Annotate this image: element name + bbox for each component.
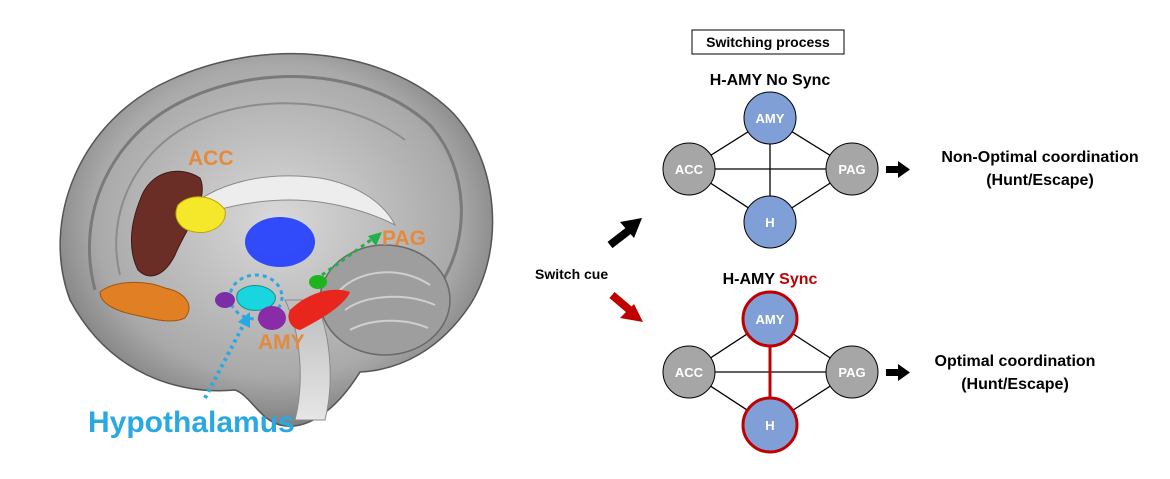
- sync-node-pag: [825, 345, 879, 399]
- sync-outcome-line2: (Hunt/Escape): [961, 376, 1069, 393]
- sync-title: H-AMY Sync: [723, 271, 818, 288]
- acc-region: [130, 170, 203, 277]
- brainstem: [284, 299, 331, 421]
- frontal-region: [99, 281, 190, 322]
- no-sync-node-amy-label: AMY: [756, 111, 785, 126]
- red-region: [288, 289, 350, 330]
- amy-label: AMY: [258, 331, 305, 354]
- no-sync-node-acc-label: ACC: [675, 162, 704, 177]
- sync-outcome-line1: Optimal coordination: [935, 353, 1096, 370]
- no-sync-outcome-arrow: [886, 161, 910, 178]
- hypothalamus-arrowhead: [238, 312, 250, 328]
- sync-node-h: [741, 396, 799, 454]
- sync-node-amy-label: AMY: [756, 312, 785, 327]
- no-sync-node-acc: [662, 142, 716, 196]
- corpus-callosum: [173, 175, 397, 227]
- pag-arrowhead: [368, 232, 382, 246]
- switch-cue-label: Switch cue: [535, 266, 608, 282]
- switch-arrow-up: [607, 218, 642, 249]
- sync-node-acc: [662, 345, 716, 399]
- sync-node-pag-label: PAG: [838, 365, 865, 380]
- no-sync-node-pag: [825, 142, 879, 196]
- network-sync: H-AMY Sync AMY ACC PAG H Optimal coordin…: [662, 271, 1096, 454]
- sync-node-h-label: H: [765, 418, 774, 433]
- acc-highlight: [175, 196, 226, 234]
- no-sync-outcome-line1: Non-Optimal coordination: [941, 149, 1138, 166]
- sync-node-amy: [741, 290, 799, 348]
- no-sync-node-h-label: H: [765, 215, 774, 230]
- sync-node-acc-label: ACC: [675, 365, 704, 380]
- brain-illustration: ACC PAG AMY Hypothalamus: [59, 53, 494, 439]
- amygdala-region-2: [215, 292, 235, 308]
- acc-label: ACC: [188, 147, 234, 170]
- switch-arrow-down: [609, 291, 643, 322]
- amygdala-region: [258, 306, 286, 330]
- pag-arrow: [321, 235, 376, 277]
- switching-process-box: [691, 29, 845, 55]
- no-sync-node-h: [743, 195, 797, 249]
- cortex-fold: [115, 102, 406, 276]
- hypothalamus-label: Hypothalamus: [88, 406, 295, 439]
- cerebellum-folds: [339, 271, 436, 331]
- switching-process-title: Switching process: [706, 34, 830, 50]
- no-sync-node-pag-label: PAG: [838, 162, 865, 177]
- sync-outcome-arrow: [886, 364, 910, 381]
- pag-label: PAG: [382, 227, 426, 250]
- hypothalamus-arrow: [203, 321, 247, 399]
- no-sync-title: H-AMY No Sync: [710, 72, 831, 89]
- no-sync-node-amy: [743, 91, 797, 145]
- no-sync-outcome-line2: (Hunt/Escape): [986, 172, 1094, 189]
- pag-region: [309, 275, 327, 289]
- network-no-sync: H-AMY No Sync AMY ACC PAG H Non-Optimal …: [662, 72, 1139, 249]
- cortex-fold: [87, 75, 463, 291]
- thalamus-region: [245, 217, 315, 267]
